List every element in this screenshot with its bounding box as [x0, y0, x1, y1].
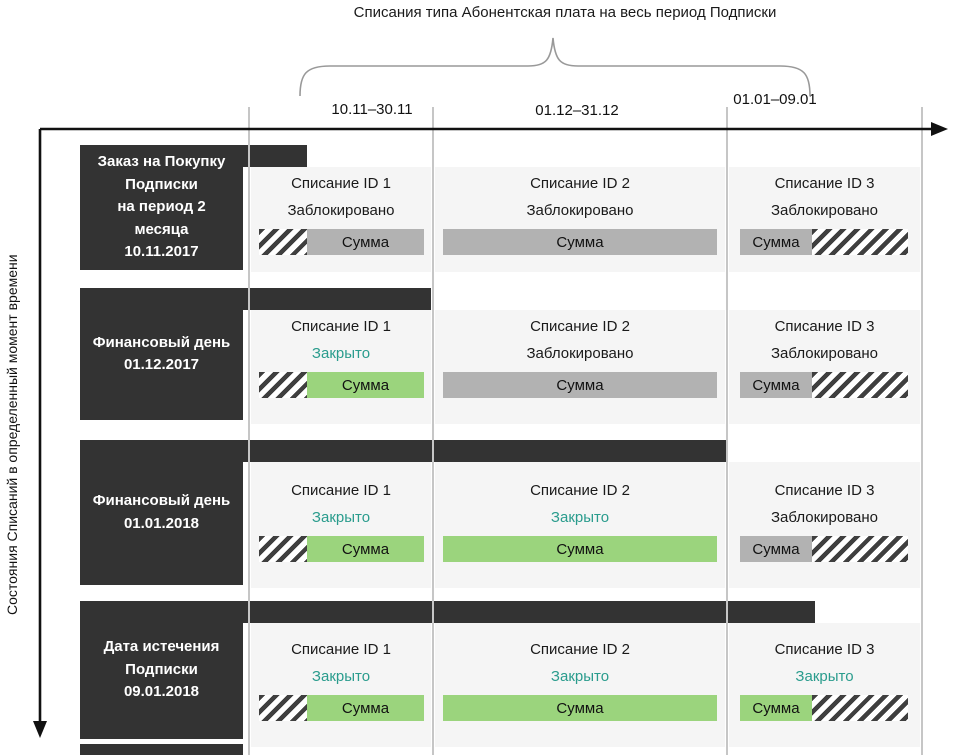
out-of-period-hatch [259, 372, 307, 398]
out-of-period-hatch [259, 695, 307, 721]
amount-bar-row: Сумма [729, 695, 920, 721]
out-of-period-hatch [812, 536, 908, 562]
charge-status: Закрыто [550, 509, 610, 526]
amount-bar: Сумма [307, 372, 424, 398]
charge-id: Списание ID 3 [774, 482, 875, 499]
amount-bar-row: Сумма [435, 536, 725, 562]
amount-bar-row: Сумма [251, 536, 431, 562]
curly-brace [299, 37, 811, 97]
out-of-period-hatch [259, 536, 307, 562]
charge-cell: Списание ID 3 Закрыто Сумма [729, 623, 920, 747]
timeline-progress-bar [243, 440, 727, 462]
charge-id: Списание ID 3 [774, 175, 875, 192]
out-of-period-hatch [812, 229, 908, 255]
charge-status: Заблокировано [771, 345, 878, 362]
amount-bar: Сумма [740, 536, 812, 562]
row-label-finday-1: Финансовый день 01.12.2017 [80, 288, 243, 420]
charge-cell: Списание ID 2 Закрыто Сумма [435, 462, 725, 588]
charge-cell: Списание ID 3 Заблокировано Сумма [729, 310, 920, 424]
amount-bar: Сумма [307, 229, 424, 255]
period-label-1: 10.11–30.11 [331, 101, 413, 118]
row-label-order: Заказ на Покупку Подписки на период 2 ме… [80, 145, 243, 270]
out-of-period-hatch [259, 229, 307, 255]
charge-status: Закрыто [311, 509, 371, 526]
charge-id: Списание ID 1 [291, 482, 391, 499]
gridline-3 [726, 107, 728, 755]
charge-id: Списание ID 3 [774, 318, 875, 335]
charge-cell: Списание ID 1 Закрыто Сумма [251, 462, 431, 588]
charge-id: Списание ID 2 [530, 318, 630, 335]
state-axis-arrow [33, 129, 47, 738]
amount-bar-row: Сумма [251, 372, 431, 398]
charge-status: Закрыто [311, 345, 371, 362]
timeline-progress-bar [243, 145, 307, 167]
charge-cell: Списание ID 2 Закрыто Сумма [435, 623, 725, 747]
amount-bar: Сумма [443, 372, 717, 398]
charge-status: Закрыто [550, 668, 610, 685]
amount-bar: Сумма [443, 229, 717, 255]
amount-bar: Сумма [740, 372, 812, 398]
out-of-period-hatch [812, 695, 908, 721]
charge-cell: Списание ID 1 Закрыто Сумма [251, 310, 431, 424]
period-label-3: 01.01–09.01 [733, 91, 817, 108]
amount-bar-row: Сумма [251, 695, 431, 721]
amount-bar-row: Сумма [435, 372, 725, 398]
time-axis-arrow [40, 122, 948, 136]
charge-status: Закрыто [311, 668, 371, 685]
charge-status: Заблокировано [287, 202, 395, 219]
gridline-1 [248, 107, 250, 755]
charge-id: Списание ID 1 [291, 641, 391, 658]
charge-status: Заблокировано [771, 202, 878, 219]
amount-bar-row: Сумма [729, 536, 920, 562]
timeline-progress-bar [243, 601, 815, 623]
charge-id: Списание ID 1 [291, 175, 391, 192]
row-label-finday-2: Финансовый день 01.01.2018 [80, 440, 243, 585]
y-axis-label: Состояния Списаний в определенный момент… [4, 254, 20, 616]
timeline-progress-bar [243, 288, 431, 310]
charge-cell: Списание ID 2 Заблокировано Сумма [435, 167, 725, 272]
charge-id: Списание ID 2 [530, 175, 630, 192]
charge-cell: Списание ID 3 Заблокировано Сумма [729, 462, 920, 588]
amount-bar: Сумма [443, 536, 717, 562]
period-label-2: 01.12–31.12 [535, 102, 619, 119]
amount-bar-row: Сумма [729, 372, 920, 398]
charge-status: Заблокировано [526, 345, 634, 362]
charge-cell: Списание ID 1 Заблокировано Сумма [251, 167, 431, 272]
amount-bar-row: Сумма [729, 229, 920, 255]
charge-status: Закрыто [795, 668, 854, 685]
amount-bar: Сумма [443, 695, 717, 721]
charge-cell: Списание ID 1 Закрыто Сумма [251, 623, 431, 747]
gridline-4 [921, 107, 923, 755]
amount-bar-row: Сумма [251, 229, 431, 255]
charge-cell: Списание ID 3 Заблокировано Сумма [729, 167, 920, 272]
charge-id: Списание ID 2 [530, 482, 630, 499]
charge-status: Заблокировано [771, 509, 878, 526]
charge-status: Заблокировано [526, 202, 634, 219]
diagram-title: Списания типа Абонентская плата на весь … [353, 4, 777, 21]
amount-bar-row: Сумма [435, 229, 725, 255]
charge-id: Списание ID 1 [291, 318, 391, 335]
amount-bar: Сумма [307, 695, 424, 721]
gridline-2 [432, 107, 434, 755]
amount-bar: Сумма [740, 695, 812, 721]
row-label-expiry: Дата истечения Подписки 09.01.2018 [80, 601, 243, 739]
amount-bar: Сумма [307, 536, 424, 562]
amount-bar-row: Сумма [435, 695, 725, 721]
charge-cell: Списание ID 2 Заблокировано Сумма [435, 310, 725, 424]
row-label-partial [80, 744, 243, 755]
charge-id: Списание ID 2 [530, 641, 630, 658]
amount-bar: Сумма [740, 229, 812, 255]
out-of-period-hatch [812, 372, 908, 398]
charge-id: Списание ID 3 [774, 641, 875, 658]
